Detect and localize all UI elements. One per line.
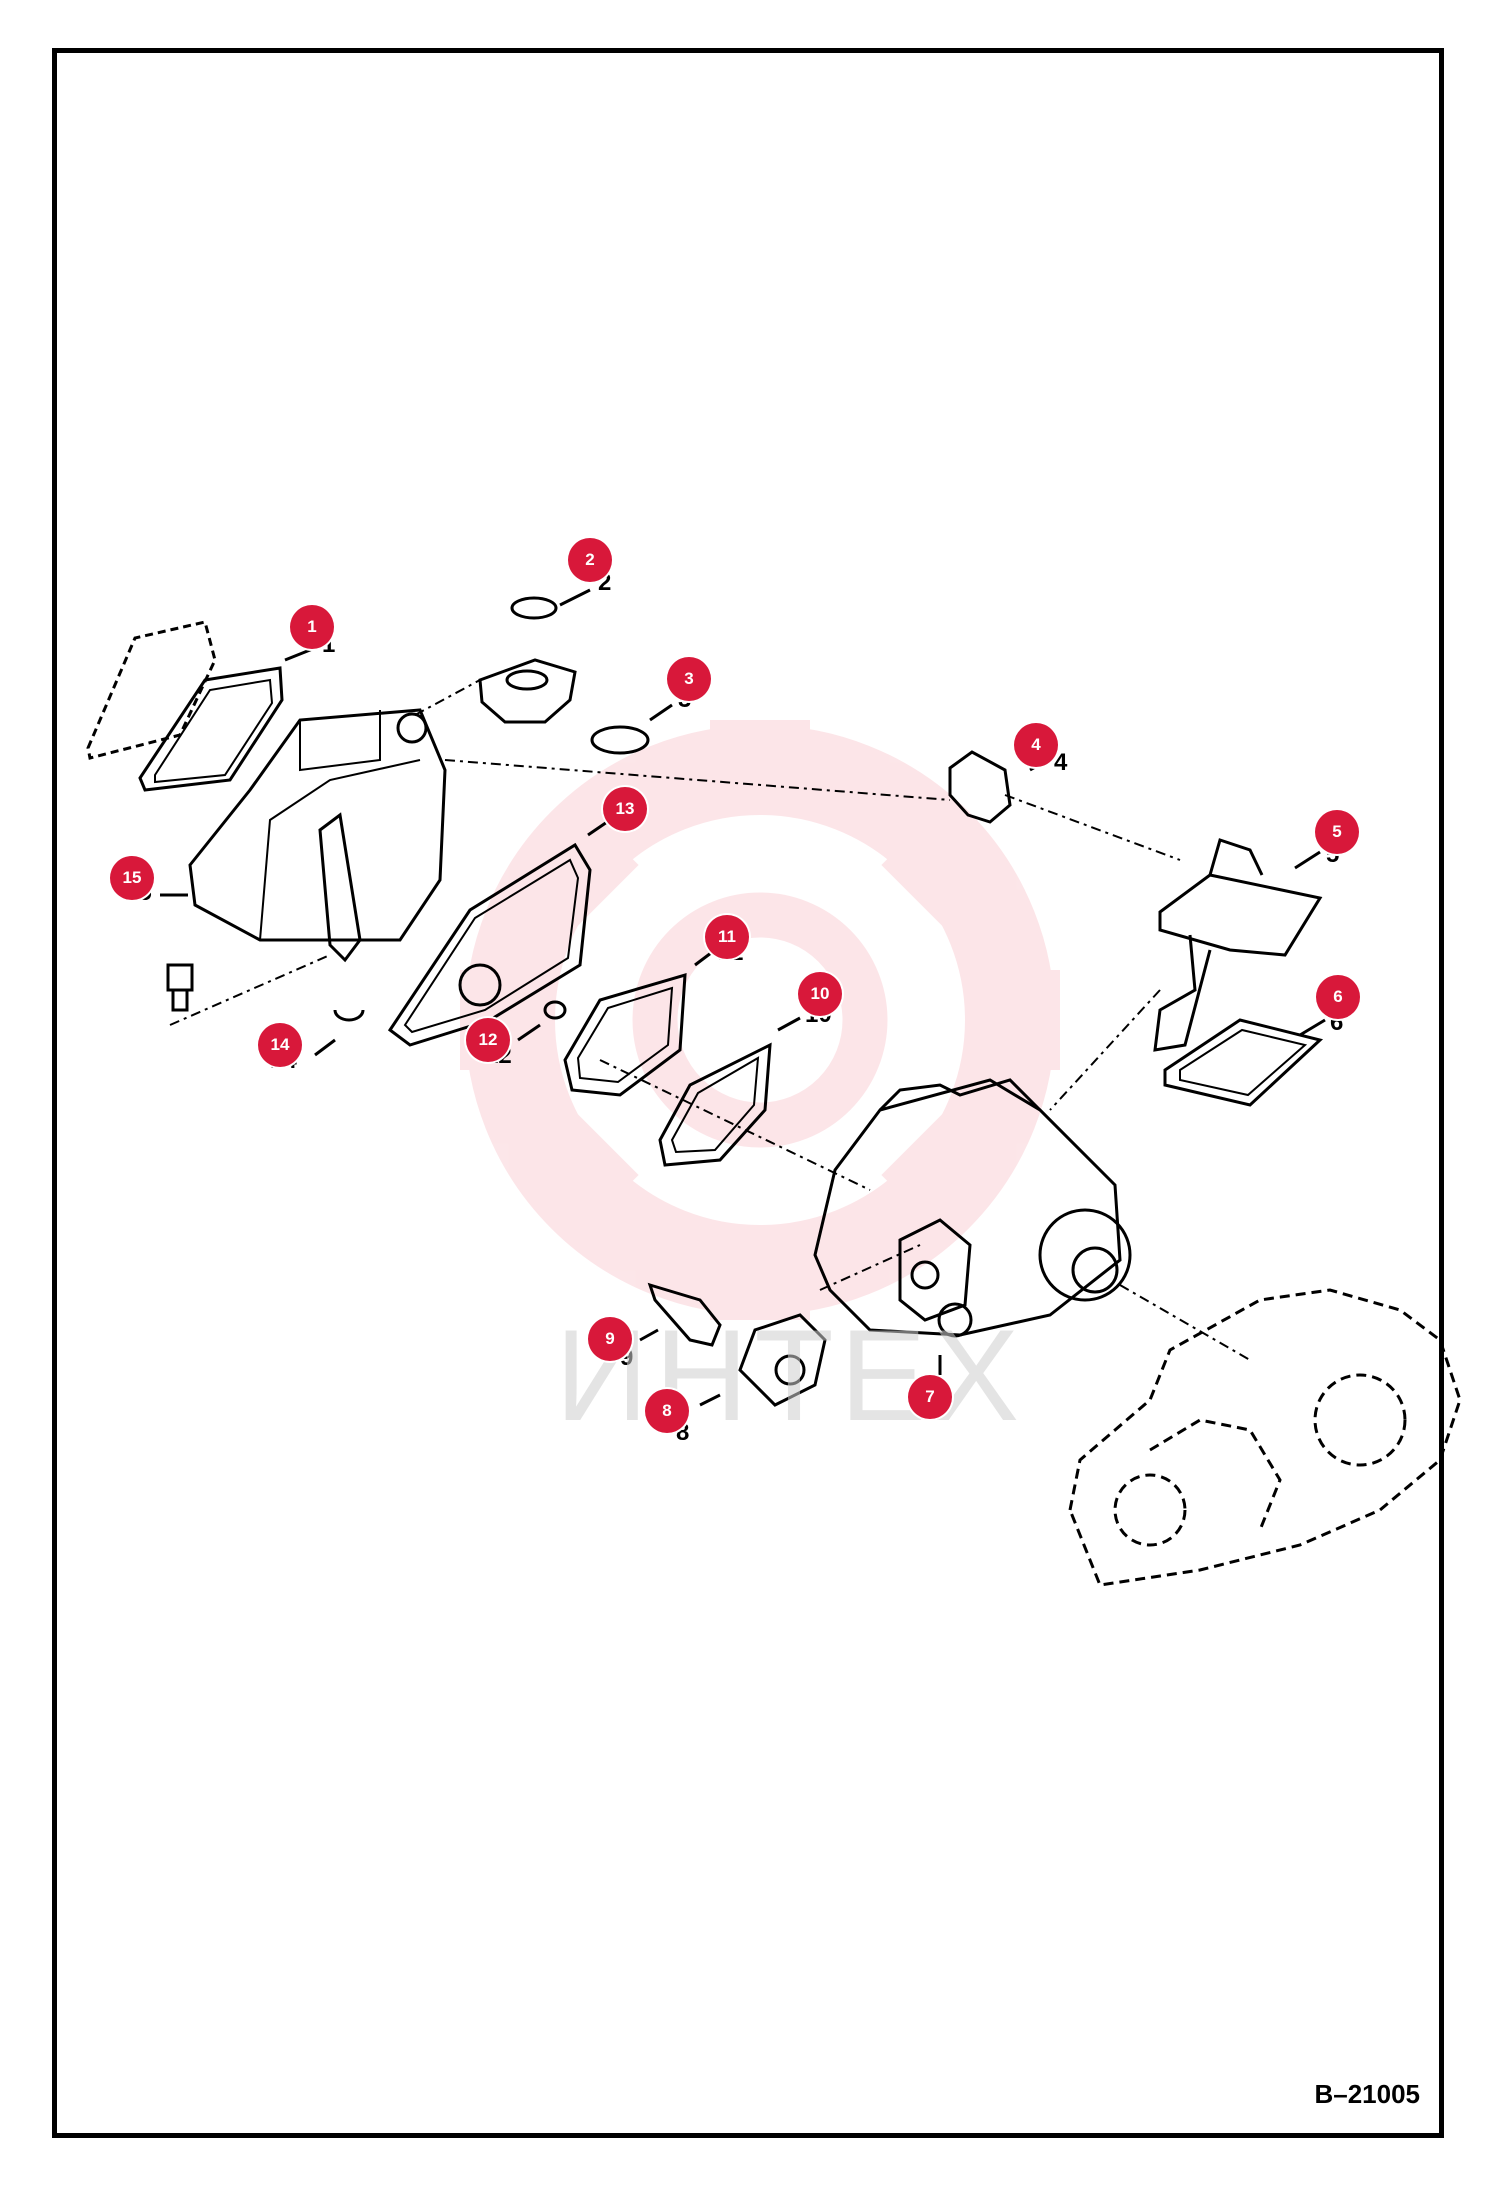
engine-housing-dashed <box>1068 1288 1462 1587</box>
watermark-text: ИНТЕХ <box>555 1302 1026 1448</box>
gasket-10 <box>658 1042 772 1167</box>
callout-4[interactable]: 4 <box>1014 723 1058 767</box>
o-ring-2 <box>510 596 558 620</box>
connection-lines <box>169 679 1251 1361</box>
callout-13[interactable]: 13 <box>603 787 647 831</box>
gasket-6 <box>1163 1018 1324 1107</box>
callout-11[interactable]: 11 <box>705 915 749 959</box>
part-4 <box>948 750 1012 824</box>
drawing-frame <box>52 48 1444 2138</box>
shaft-9 <box>647 1282 722 1347</box>
gasket-11 <box>563 972 687 1097</box>
gasket-13 <box>387 842 592 1047</box>
fitting-12 <box>543 1000 567 1020</box>
cover-8 <box>738 1313 827 1407</box>
callout-3[interactable]: 3 <box>667 657 711 701</box>
callout-12[interactable]: 12 <box>466 1018 510 1062</box>
svg-text:4: 4 <box>1054 749 1068 776</box>
callout-14[interactable]: 14 <box>258 1023 302 1067</box>
callout-2[interactable]: 2 <box>568 538 612 582</box>
parts-linework <box>86 596 1462 1587</box>
callout-15[interactable]: 15 <box>110 856 154 900</box>
plate-5 <box>1158 873 1323 957</box>
outer-gasket-dashed <box>86 620 217 760</box>
o-ring-3 <box>590 725 650 755</box>
watermark-gear <box>460 720 1060 1320</box>
gasket-1 <box>138 666 284 792</box>
callout-8[interactable]: 8 <box>645 1389 689 1433</box>
leader-lines <box>160 588 1326 1407</box>
figure-code: B–21005 <box>1314 2079 1420 2109</box>
callout-1[interactable]: 1 <box>290 605 334 649</box>
housing-15 <box>188 708 447 942</box>
callout-6[interactable]: 6 <box>1316 975 1360 1019</box>
callout-7[interactable]: 7 <box>908 1375 952 1419</box>
callout-9[interactable]: 9 <box>588 1317 632 1361</box>
callout-10[interactable]: 10 <box>798 972 842 1016</box>
callout-5[interactable]: 5 <box>1315 810 1359 854</box>
